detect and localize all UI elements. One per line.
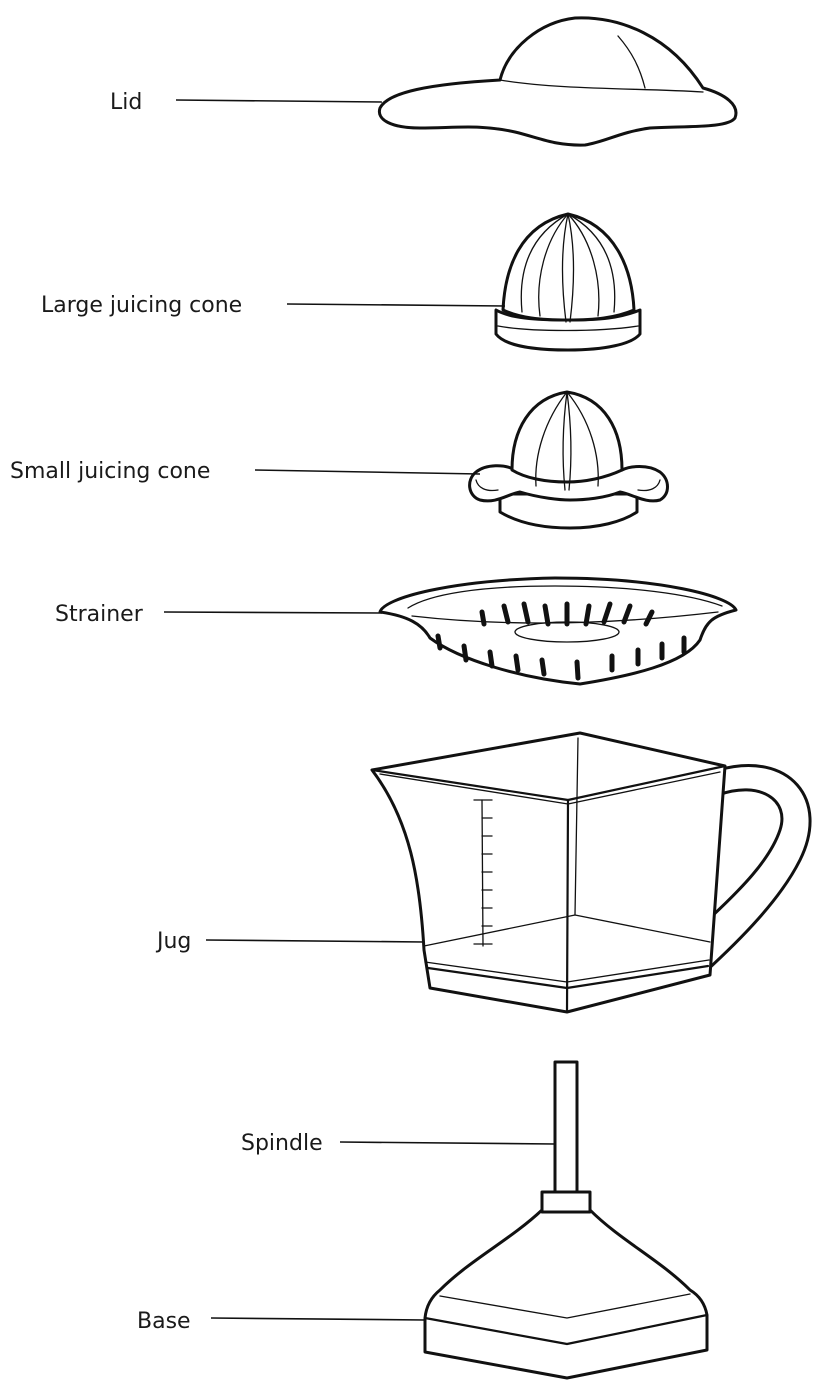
- spindle-part: [553, 1060, 579, 1194]
- jug-label: Jug: [155, 929, 191, 954]
- small-juicing-cone-label: Small juicing cone: [10, 459, 210, 484]
- lid-part: [377, 16, 738, 147]
- base-label: Base: [137, 1309, 191, 1334]
- base-part: [423, 1190, 709, 1380]
- lid-label: Lid: [110, 90, 142, 115]
- strainer-leader-line: [163, 611, 383, 614]
- lid-leader-line: [175, 99, 383, 103]
- spindle-label: Spindle: [241, 1131, 323, 1156]
- strainer-inner-rib: [583, 603, 592, 627]
- strainer-outer-rib: [435, 633, 443, 651]
- strainer-inner-rib: [479, 609, 487, 627]
- strainer-outer-rib: [539, 657, 547, 677]
- strainer-inner-rib: [542, 603, 551, 627]
- small-juicing-cone-part: [468, 390, 669, 530]
- strainer-inner-rib: [501, 603, 511, 625]
- small-juicing-cone-leader-line: [254, 469, 481, 475]
- strainer-inner-rib: [521, 601, 531, 625]
- strainer-outer-rib: [487, 649, 495, 669]
- strainer-outer-rib: [574, 659, 581, 681]
- strainer-outer-rib: [461, 643, 469, 663]
- large-juicing-cone-label: Large juicing cone: [41, 293, 242, 318]
- strainer-part: [378, 576, 738, 686]
- base-leader-line: [210, 1317, 426, 1321]
- jug-leader-line: [205, 939, 425, 943]
- jug-part: [370, 731, 812, 1014]
- large-juicing-cone-part: [494, 212, 642, 352]
- strainer-label: Strainer: [55, 602, 144, 627]
- strainer-inner-rib: [643, 609, 655, 627]
- strainer-inner-rib: [621, 603, 633, 625]
- spindle-leader-line: [339, 1141, 556, 1145]
- large-juicing-cone-leader-line: [286, 303, 506, 307]
- strainer-inner-rib: [601, 601, 613, 625]
- strainer-outer-rib: [513, 653, 521, 673]
